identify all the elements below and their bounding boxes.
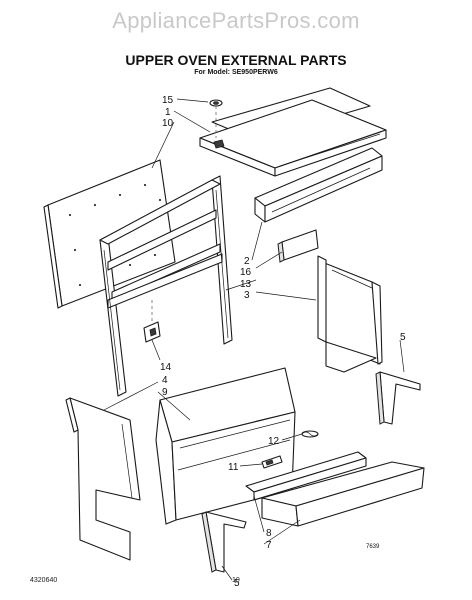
watermark: AppliancePartsPros.com	[112, 8, 360, 33]
callout-13: 13	[240, 279, 252, 290]
clip-part	[261, 455, 283, 469]
callout-5-upper: 5	[400, 332, 406, 343]
latch-bracket	[143, 321, 161, 343]
part-number: 4320640	[30, 577, 58, 584]
bottom-panel	[261, 461, 425, 527]
diagram-title: UPPER OVEN EXTERNAL PARTS	[125, 52, 347, 68]
callout-12: 12	[268, 436, 280, 447]
callout-15: 15	[162, 95, 174, 106]
callout-3: 3	[244, 290, 250, 301]
callout-5-lower: 5	[234, 578, 240, 589]
trim-strip	[245, 451, 367, 501]
callout-10: 10	[162, 118, 174, 129]
callout-8: 8	[266, 528, 272, 539]
callout-2: 2	[244, 256, 250, 267]
vent-baffle	[277, 229, 319, 263]
hinge-bracket-upper	[375, 371, 421, 425]
left-side-panel	[65, 397, 141, 561]
drawing-code: 7639	[366, 544, 380, 550]
leader-lines	[103, 98, 405, 581]
callout-labels: 15 1 10 2 16 13 3 5 14 4 9 12 11 8 7 5	[160, 95, 406, 589]
spring-part	[301, 430, 319, 438]
front-frame	[99, 175, 233, 397]
back-panel	[43, 159, 176, 309]
callout-16: 16	[240, 267, 252, 278]
callout-4: 4	[162, 375, 168, 386]
page-number: 10	[232, 577, 240, 584]
callout-7: 7	[266, 540, 272, 551]
top-panel	[199, 87, 387, 177]
callout-1: 1	[165, 107, 171, 118]
model-subtitle: For Model: SE950PERW6	[194, 69, 278, 76]
callout-14: 14	[160, 362, 172, 373]
callout-9: 9	[162, 387, 168, 398]
callout-11: 11	[228, 462, 239, 473]
vent-trim	[254, 147, 383, 223]
screw-part	[209, 99, 223, 107]
right-side-panel	[317, 255, 383, 373]
hinge-bracket-lower	[201, 511, 247, 573]
